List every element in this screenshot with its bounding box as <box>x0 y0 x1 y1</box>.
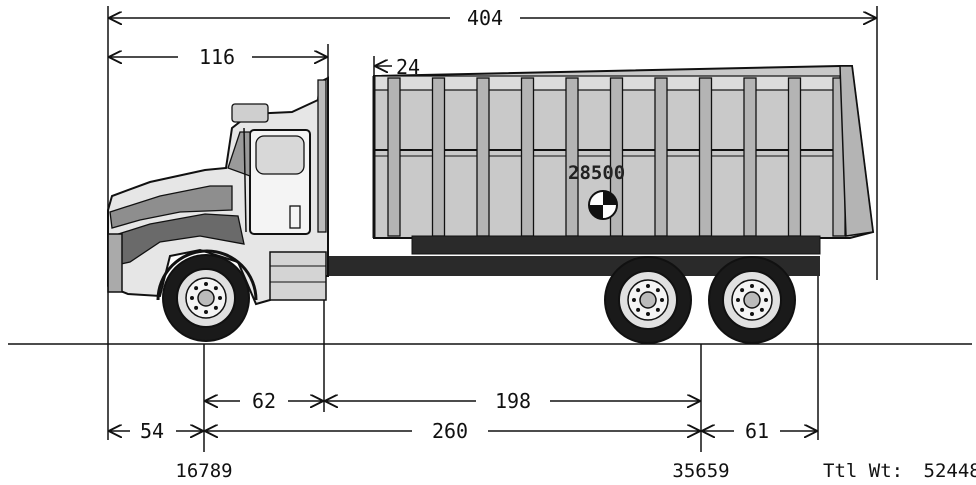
dim-body-gap-label: 24 <box>396 55 420 79</box>
body-subframe <box>411 235 821 255</box>
payload-weight: 28500 <box>568 162 625 184</box>
dim-front-overhang: 54 <box>110 419 202 443</box>
total-weight-label: Ttl Wt: <box>823 460 903 482</box>
body-ribs <box>387 77 846 237</box>
dump-body <box>372 65 875 239</box>
dim-front-overhang-label: 54 <box>140 419 164 443</box>
body-rib <box>698 77 713 237</box>
dim-axle-to-cab-back-label: 62 <box>252 389 276 413</box>
dim-cab-back-to-rear-axle-label: 198 <box>495 389 531 413</box>
body-rib <box>476 77 490 237</box>
wheel <box>162 254 250 342</box>
dim-overall-length-label: 404 <box>467 6 503 30</box>
body-rib <box>565 77 579 237</box>
chassis-frame-rail <box>326 256 820 276</box>
dim-axle-to-cab-back: 62 <box>206 389 322 413</box>
total-weight: Ttl Wt: 52448 <box>823 460 976 482</box>
body-rib <box>520 77 535 237</box>
dim-wheelbase: 260 <box>206 419 699 443</box>
dim-wheelbase-label: 260 <box>432 419 468 443</box>
wheel <box>708 256 796 344</box>
extension-lines <box>107 6 878 452</box>
dim-body-gap: 24 <box>376 55 420 79</box>
rear-axle-weight: 35659 <box>672 460 729 482</box>
dim-cab-back-to-rear-axle: 198 <box>326 389 699 413</box>
body-rib <box>787 77 802 237</box>
body-rib <box>743 77 757 237</box>
dim-rear-overhang-label: 61 <box>745 419 769 443</box>
body-rib <box>654 77 668 237</box>
cg-marker-icon <box>588 190 618 220</box>
wheel <box>604 256 692 344</box>
body-rib <box>431 77 446 237</box>
dim-cab-to-front-label: 116 <box>199 45 235 69</box>
total-weight-value: 52448 <box>924 460 976 482</box>
front-axle-weight: 16789 <box>175 460 232 482</box>
dim-cab-to-front: 116 <box>110 45 326 69</box>
body-rib <box>387 77 401 237</box>
dim-rear-overhang: 61 <box>703 419 816 443</box>
wheels <box>162 254 796 344</box>
dim-overall-length: 404 <box>110 6 875 30</box>
truck-cab <box>107 76 329 306</box>
